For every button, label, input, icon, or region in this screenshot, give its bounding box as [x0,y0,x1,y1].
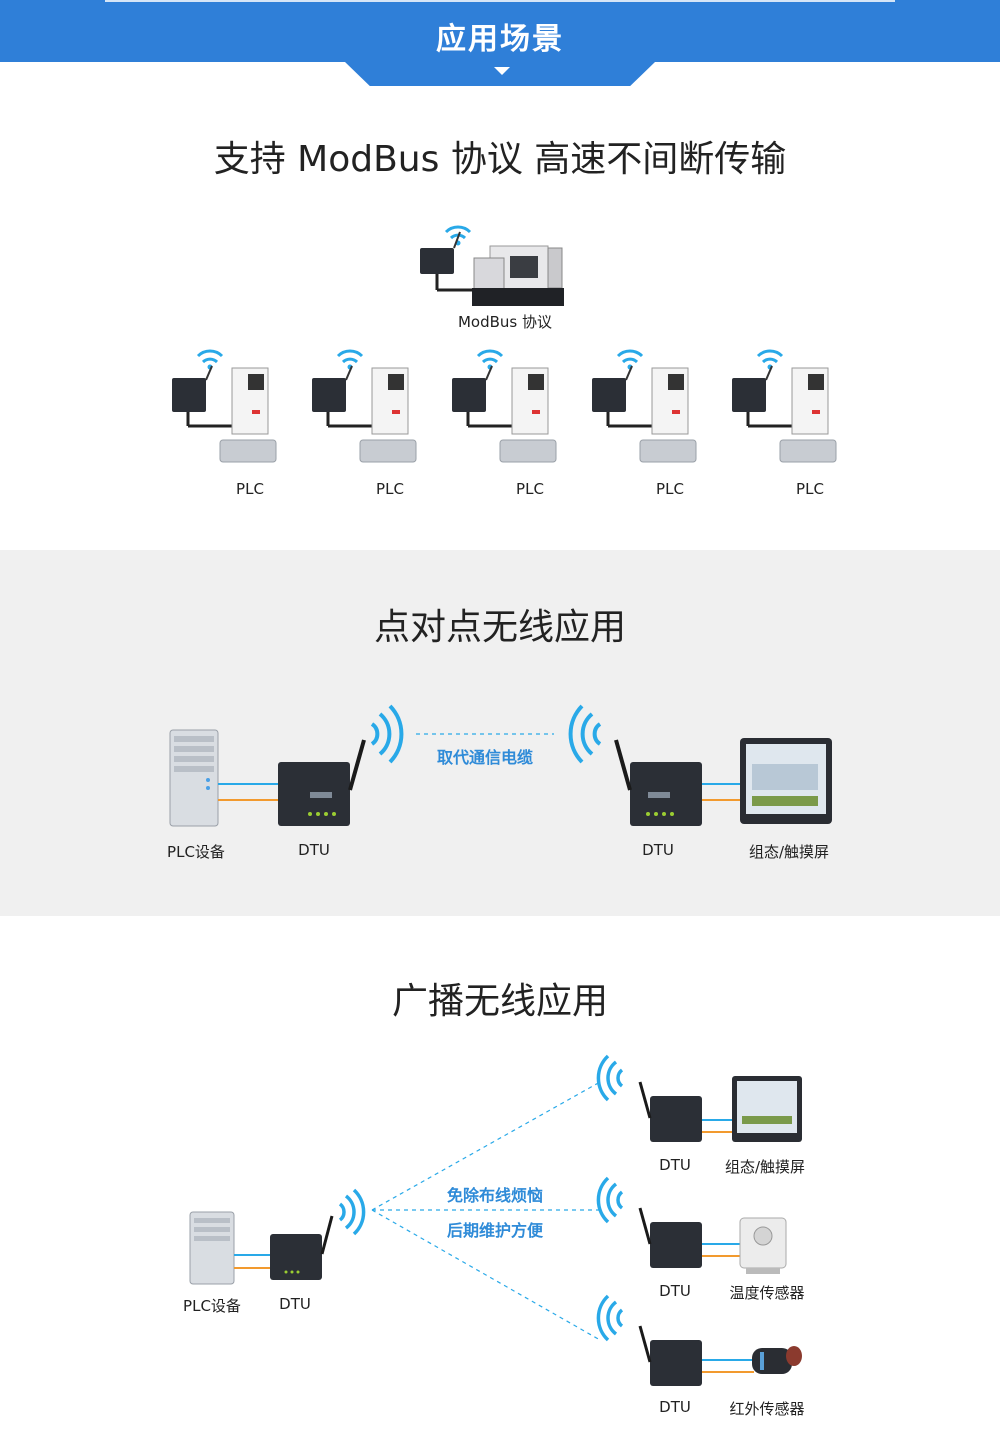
server-icon [189,1211,235,1285]
plc-label: PLC [516,480,544,498]
dtu-device-icon [312,378,346,412]
touchscreen-icon [740,738,832,824]
plc-device-label: PLC设备 [167,843,225,861]
dtu-device-icon [172,378,206,412]
branch3-device-label: 红外传感器 [729,1400,805,1418]
dtu-device-icon [270,1215,334,1280]
io-module-icon [779,439,837,463]
plc-unit [732,349,837,463]
point-to-point-diagram [169,704,832,827]
server-icon [169,729,219,827]
plc-label: PLC [656,480,684,498]
no-wiring-label: 免除布线烦恼 [446,1186,543,1205]
dtu-device-icon [638,1325,702,1386]
wifi-icon [196,349,224,370]
easy-maintenance-label: 后期维护方便 [446,1221,543,1240]
cnc-machine-diagram [420,225,564,306]
io-module-icon [359,439,417,463]
header-title: 应用场景 [436,22,564,57]
branch2-device-label: 温度传感器 [729,1284,805,1302]
dtu-device-icon [278,739,366,826]
wifi-icon [616,349,644,370]
io-module-icon [219,439,277,463]
plc-label: PLC [376,480,404,498]
section3-title: 广播无线应用 [391,981,608,1022]
modbus-label: ModBus 协议 [457,313,553,331]
dtu-label-right: DTU [642,841,674,859]
plc-unit [592,349,697,463]
dtu-device-icon [638,1207,702,1268]
branch2-dtu-label: DTU [659,1282,691,1300]
replace-cable-label: 取代通信电缆 [436,748,533,767]
touchscreen-label: 组态/触摸屏 [748,843,830,861]
chevron-down-icon [494,67,510,75]
dtu-device-icon [420,248,454,274]
dtu-device-icon [614,739,702,826]
wifi-icon [476,349,504,370]
wifi-icon [596,1294,624,1342]
plc-device-label: PLC设备 [183,1297,241,1315]
wifi-icon [756,349,784,370]
wifi-icon [568,704,602,764]
section1-title: 支持 ModBus 协议 高速不间断传输 [213,139,787,180]
io-module-icon [499,439,557,463]
branch1-device-label: 组态/触摸屏 [724,1158,806,1176]
wifi-icon [336,349,364,370]
dtu-device-icon [638,1081,702,1142]
wifi-icon [596,1176,624,1224]
io-module-icon [639,439,697,463]
dtu-label-center: DTU [279,1295,311,1313]
plc-unit [452,349,557,463]
wifi-icon [338,1188,366,1236]
plc-label: PLC [796,480,824,498]
dtu-device-icon [732,378,766,412]
branch1-dtu-label: DTU [659,1156,691,1174]
touchscreen-icon [732,1076,802,1142]
infrared-sensor-icon [752,1346,802,1374]
header-banner [0,0,1000,62]
wifi-icon [370,704,404,764]
header-divider [105,0,895,2]
plc-unit [312,349,417,463]
section2-background [0,550,1000,916]
dtu-device-icon [452,378,486,412]
broadcast-diagram [189,1054,802,1386]
dtu-label-left: DTU [298,841,330,859]
plc-label: PLC [236,480,264,498]
dtu-device-icon [592,378,626,412]
plc-unit [172,349,277,463]
wifi-icon [596,1054,624,1102]
temperature-sensor-icon [739,1217,787,1274]
section2-title: 点对点无线应用 [373,607,626,648]
branch3-dtu-label: DTU [659,1398,691,1416]
